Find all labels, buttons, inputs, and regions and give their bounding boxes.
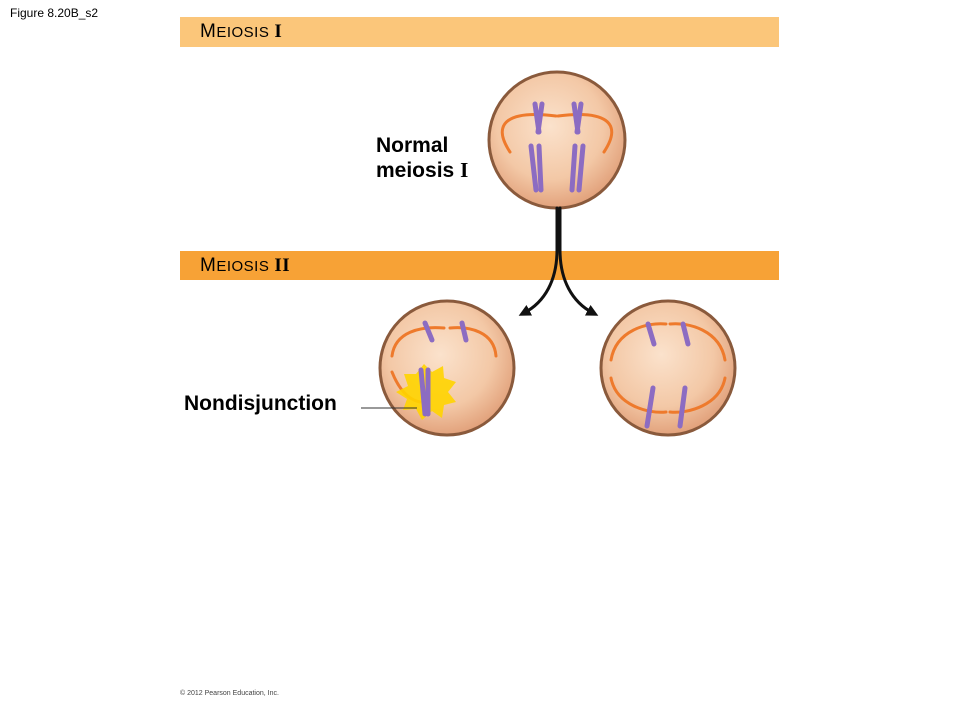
meiosis-1-title-cap: M: [200, 21, 217, 42]
meiosis-2-title-rest: EIOSIS: [216, 257, 270, 275]
cell-icon: [378, 299, 516, 437]
nondisjunction-cell: [378, 299, 516, 437]
nondisjunction-label: Nondisjunction: [184, 392, 337, 415]
meiosis-2-numeral: II: [274, 254, 291, 276]
normal-meiosis-label: Normal meiosis I: [376, 133, 468, 183]
normal-label-line1: Normal: [376, 134, 449, 157]
spindle-icon: [609, 322, 727, 414]
normal-meiosis-2-cell: [599, 299, 737, 437]
chromosome-icon: [644, 321, 691, 429]
meiosis-1-numeral: I: [274, 21, 283, 42]
normal-label-line2: meiosis I: [376, 158, 468, 183]
meiosis-2-title-cap: M: [200, 254, 217, 276]
copyright: © 2012 Pearson Education, Inc.: [180, 690, 279, 697]
cell-icon: [599, 299, 737, 437]
meiosis-1-cell: [487, 70, 627, 210]
normal-label-numeral: I: [460, 158, 469, 182]
figure-label: Figure 8.20B_s2: [10, 6, 99, 20]
chromosome-icon: [528, 101, 586, 193]
cell-icon: [487, 70, 627, 210]
arrow-icon: [518, 206, 599, 316]
normal-label-word: meiosis: [376, 159, 455, 182]
meiosis-1-title-rest: EIOSIS: [216, 24, 270, 41]
chromosome-icon: [418, 320, 469, 417]
